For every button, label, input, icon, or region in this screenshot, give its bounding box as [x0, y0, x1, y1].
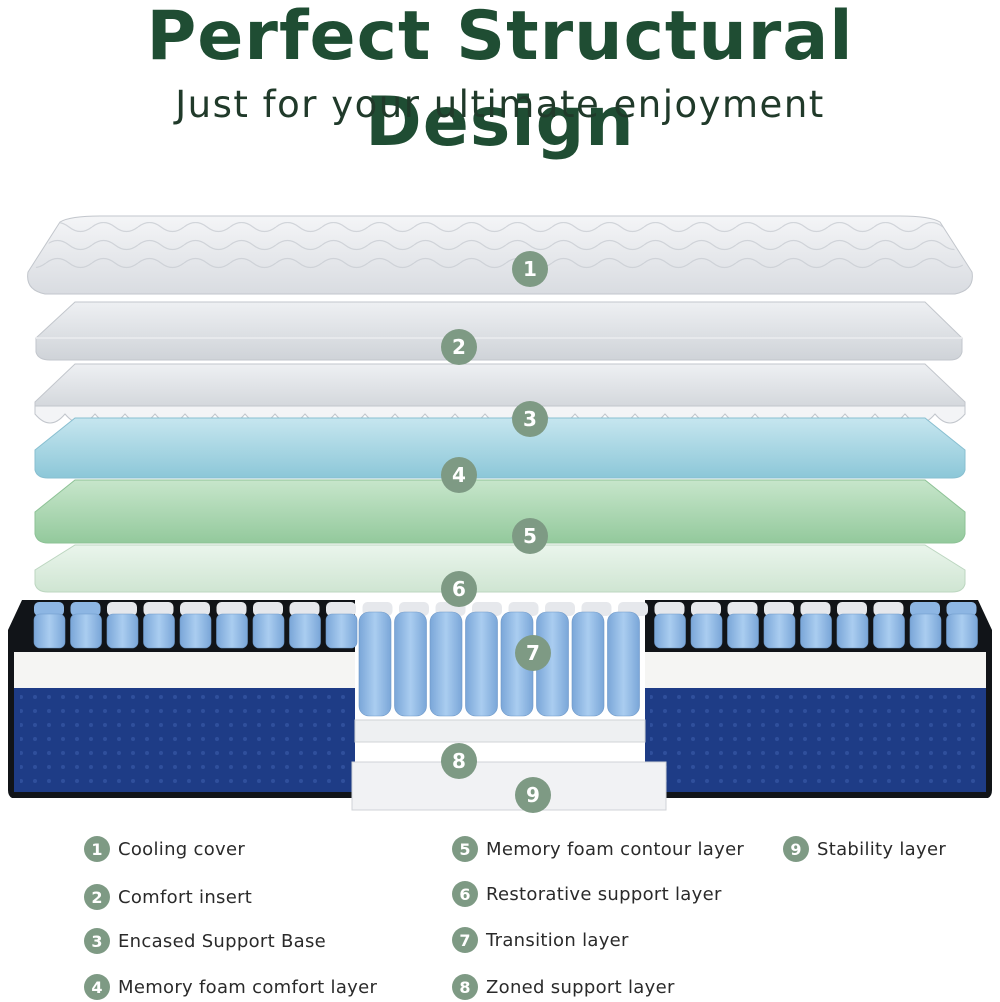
marker-5-badge	[512, 518, 548, 554]
coil-short	[727, 613, 759, 649]
coil-short	[946, 613, 978, 649]
coil-top	[691, 602, 721, 616]
legend-badge: 9	[783, 836, 809, 862]
legend-item-4: 4 Memory foam comfort layer	[84, 972, 377, 1002]
legend-label: Memory foam comfort layer	[118, 976, 378, 998]
legend-item-6: 6 Restorative support layer	[452, 879, 722, 909]
layer-2-comfort-insert	[35, 301, 963, 361]
coil-top	[764, 602, 794, 616]
legend-label: Cooling cover	[118, 838, 246, 860]
layer-3-egg-crate-foam	[34, 363, 966, 424]
coil-short	[909, 613, 942, 649]
marker-6-badge	[441, 571, 477, 607]
coil-short	[289, 613, 321, 649]
coil-top	[253, 602, 283, 616]
marker-8-number: 8	[452, 749, 466, 773]
layer-1-cooling-cover	[27, 215, 973, 295]
legend-item-5: 5 Memory foam contour layer	[452, 834, 744, 864]
coil-short	[179, 613, 212, 649]
legend-label: Stability layer	[817, 838, 947, 860]
marker-9-badge	[515, 777, 551, 813]
coil-tall	[607, 611, 640, 717]
legend-label: Transition layer	[486, 929, 629, 951]
layer-5-green-foam	[34, 479, 966, 544]
coil-top	[800, 602, 831, 616]
coil-short	[800, 613, 832, 649]
coil-top	[873, 602, 904, 616]
coil-short	[325, 613, 358, 649]
coil-top	[654, 602, 685, 616]
coil-short	[690, 613, 723, 649]
marker-3-badge	[512, 401, 548, 437]
page-subtitle: Just for your ultimate enjoyment	[175, 83, 825, 126]
layer-markers: 1 2 3 4 5 6 7 8 9	[441, 251, 551, 813]
mattress-diagram: 1 2 3 4 5 6 7 8 9	[8, 215, 992, 813]
coil-short	[836, 613, 869, 649]
coil-top	[727, 602, 758, 616]
coil-tall	[429, 611, 463, 717]
legend-badge: 7	[452, 927, 478, 953]
coil-top	[216, 602, 247, 616]
legend-badge: 1	[84, 836, 110, 862]
coil-top	[837, 602, 867, 616]
layer-6-pale-green-foam	[34, 544, 966, 593]
legend-label: Zoned support layer	[486, 976, 675, 998]
coil-short	[763, 613, 796, 649]
legend-badge: 4	[84, 974, 110, 1000]
legend-label: Comfort insert	[118, 886, 253, 908]
coil-top	[326, 602, 356, 616]
marker-2-number: 2	[452, 335, 466, 359]
legend-item-1: 1 Cooling cover	[84, 834, 245, 864]
coil-top	[34, 602, 64, 616]
coil-tall	[394, 611, 427, 717]
legend-label: Restorative support layer	[486, 883, 722, 905]
mattress-base	[8, 600, 992, 811]
coil-tall	[358, 611, 392, 717]
legend-item-2: 2 Comfort insert	[84, 882, 252, 912]
legend-label: Memory foam contour layer	[486, 838, 745, 860]
coil-top	[289, 602, 320, 616]
legend-item-3: 3 Encased Support Base	[84, 926, 326, 956]
layer-4-blue-foam	[34, 417, 966, 479]
coil-top	[180, 602, 210, 616]
legend-badge: 3	[84, 928, 110, 954]
coil-short	[654, 613, 686, 649]
coil-top	[70, 602, 101, 616]
pocket-coils	[33, 602, 978, 717]
marker-5-number: 5	[523, 524, 537, 548]
page-title: Perfect Structural Design	[146, 0, 854, 162]
marker-7-number: 7	[526, 641, 540, 665]
coil-short	[252, 613, 285, 649]
coil-short	[873, 613, 905, 649]
coil-short	[106, 613, 139, 649]
coil-top	[107, 602, 137, 616]
coil-top	[910, 602, 940, 616]
marker-1-badge	[512, 251, 548, 287]
marker-1-number: 1	[523, 257, 537, 281]
marker-6-number: 6	[452, 577, 466, 601]
legend-badge: 2	[84, 884, 110, 910]
legend-item-7: 7 Transition layer	[452, 925, 629, 955]
coil-tall	[465, 611, 498, 717]
marker-2-badge	[441, 329, 477, 365]
marker-8-badge	[441, 743, 477, 779]
legend-badge: 6	[452, 881, 478, 907]
coil-top	[143, 602, 174, 616]
legend-badge: 5	[452, 836, 478, 862]
legend-item-9: 9 Stability layer	[783, 834, 946, 864]
coil-short	[70, 613, 102, 649]
legend-badge: 8	[452, 974, 478, 1000]
marker-3-number: 3	[523, 407, 537, 431]
marker-4-badge	[441, 457, 477, 493]
marker-7-badge	[515, 635, 551, 671]
legend-label: Encased Support Base	[118, 930, 327, 952]
marker-9-number: 9	[526, 783, 540, 807]
coil-short	[33, 613, 66, 649]
coil-tall	[571, 611, 605, 717]
legend-item-8: 8 Zoned support layer	[452, 972, 675, 1002]
marker-4-number: 4	[452, 463, 466, 487]
coil-top	[946, 602, 977, 616]
coil-short	[216, 613, 248, 649]
coil-short	[143, 613, 175, 649]
